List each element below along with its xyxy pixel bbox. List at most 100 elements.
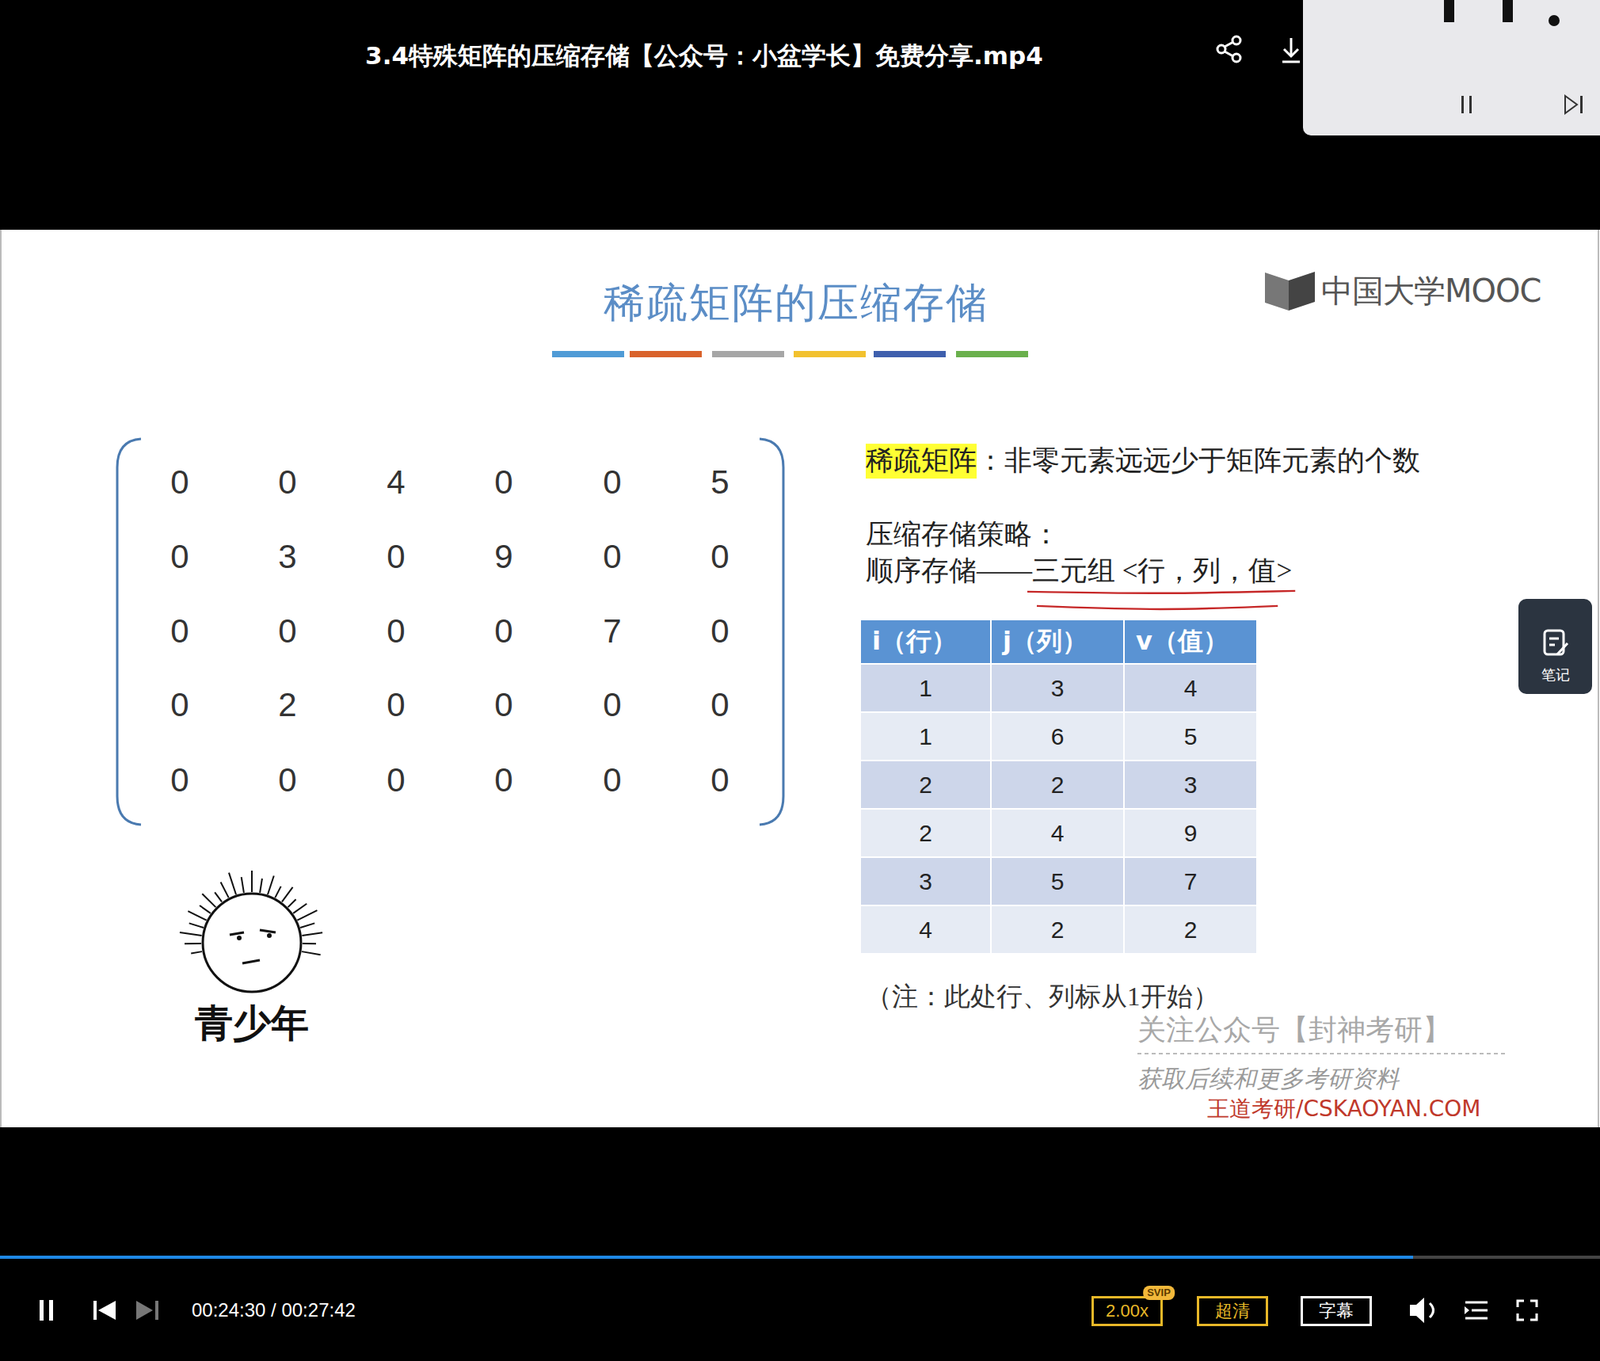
face-hair	[201, 893, 216, 907]
matrix-value: 7	[602, 612, 621, 651]
watermark: 获取后续和更多考研资料	[1137, 1062, 1399, 1096]
watermark: 关注公众号【封神考研】	[1137, 1010, 1452, 1050]
face-hair	[187, 910, 206, 921]
table-value: 2	[1051, 916, 1065, 944]
face-hair	[302, 942, 317, 945]
face-mouth	[242, 960, 260, 964]
table-value: 6	[1051, 723, 1065, 751]
table-cell: 1	[860, 663, 991, 713]
matrix-value: 0	[494, 612, 513, 651]
face-hair	[301, 932, 323, 936]
face-hair	[301, 951, 321, 955]
matrix-value: 0	[602, 537, 621, 576]
matrix-value: 0	[710, 537, 729, 576]
table-value: 4	[1051, 819, 1065, 847]
quality-button: 超清	[1196, 1295, 1269, 1326]
playlist-icon	[1465, 1302, 1488, 1319]
table-cell: 3	[990, 663, 1124, 713]
matrix-value: 0	[602, 463, 621, 502]
table-cell: 1	[860, 712, 991, 761]
hand-underline	[1036, 605, 1278, 610]
table-value: 3	[1184, 771, 1198, 799]
matrix-value: 0	[170, 612, 189, 651]
face-hair	[184, 942, 202, 945]
pause-icon	[1461, 95, 1464, 114]
share-icon	[1217, 45, 1226, 54]
table-cell: 9	[1123, 808, 1258, 858]
table-value: 4	[918, 916, 933, 944]
table-value: 9	[1184, 819, 1198, 847]
share-icon	[1232, 36, 1241, 45]
matrix-value: 0	[278, 612, 297, 651]
table-value: 2	[1184, 916, 1198, 944]
playlist-icon	[1465, 1301, 1488, 1304]
face-eye	[259, 929, 276, 933]
download-icon	[1290, 38, 1293, 57]
speed-button: 2.00x	[1091, 1295, 1163, 1326]
logo-icon	[1264, 272, 1289, 311]
table-value: 2	[918, 771, 933, 799]
table-cell: 4	[860, 905, 991, 954]
table-value: 3	[1051, 674, 1065, 702]
table-cell: 5	[1123, 712, 1258, 761]
playlist-icon	[1465, 1317, 1488, 1320]
download-icon	[1282, 60, 1300, 64]
button-label: 笔记	[1541, 665, 1570, 685]
face-hair	[220, 882, 229, 899]
table-value: 4	[1184, 674, 1198, 702]
prev-icon	[98, 1300, 116, 1320]
share-icon	[1224, 51, 1234, 57]
text-line: 压缩存储策略：	[865, 517, 1060, 553]
playlist-icon	[1471, 1309, 1488, 1312]
matrix-value: 0	[170, 537, 189, 576]
pause-icon	[49, 1299, 54, 1321]
matrix-value: 0	[278, 761, 297, 800]
share-icon	[1224, 41, 1234, 47]
playlist-icon	[1464, 1306, 1470, 1315]
face-outline	[202, 893, 301, 992]
button-label: 2.00x	[1105, 1300, 1149, 1322]
table-header: j（列）	[1002, 624, 1088, 660]
slide-border	[1597, 229, 1600, 1128]
table-value: 1	[918, 674, 933, 702]
matrix-value: 0	[170, 685, 189, 724]
matrix-value: 9	[494, 537, 513, 576]
table-value: 1	[918, 723, 933, 751]
color-bar	[629, 350, 702, 358]
highlighted-term: 稀疏矩阵	[865, 443, 977, 479]
face-hair	[281, 887, 294, 903]
table-cell: 7	[1123, 857, 1258, 906]
face-hair	[267, 875, 275, 895]
body-text: ：非零元素远远少于矩阵元素的个数	[976, 443, 1421, 479]
color-bar	[712, 350, 785, 358]
mini-player-glyph	[1443, 0, 1455, 23]
matrix-value: 0	[386, 537, 405, 576]
table-cell: 2	[990, 760, 1124, 809]
fullscreen-icon	[1517, 1300, 1524, 1307]
fullscreen-icon	[1517, 1300, 1537, 1320]
download-icon	[1282, 38, 1300, 62]
matrix-value: 0	[710, 685, 729, 724]
face-pupil	[236, 935, 242, 941]
text-line: 顺序存储——三元组 <行，列，值>	[865, 553, 1292, 589]
table-value: 5	[1051, 868, 1065, 896]
face-hair	[297, 910, 317, 920]
matrix-value: 0	[170, 463, 189, 502]
table-value: 7	[1184, 868, 1198, 896]
color-bar	[873, 350, 946, 358]
pause-icon	[1469, 95, 1472, 114]
face-hair	[274, 886, 281, 898]
face-hair	[199, 905, 211, 914]
table-cell: 6	[990, 712, 1124, 761]
next-icon	[155, 1300, 159, 1320]
matrix-bracket	[759, 438, 784, 825]
notes-button: 笔记	[1518, 598, 1593, 694]
slide-border	[0, 229, 2, 1128]
volume-icon	[1429, 1302, 1434, 1318]
matrix-value: 0	[602, 761, 621, 800]
matrix-value: 3	[278, 537, 297, 576]
face-hair	[259, 878, 263, 893]
matrix-value: 5	[710, 463, 729, 502]
body-text: 三元组 <行，列，值>	[1032, 553, 1292, 589]
